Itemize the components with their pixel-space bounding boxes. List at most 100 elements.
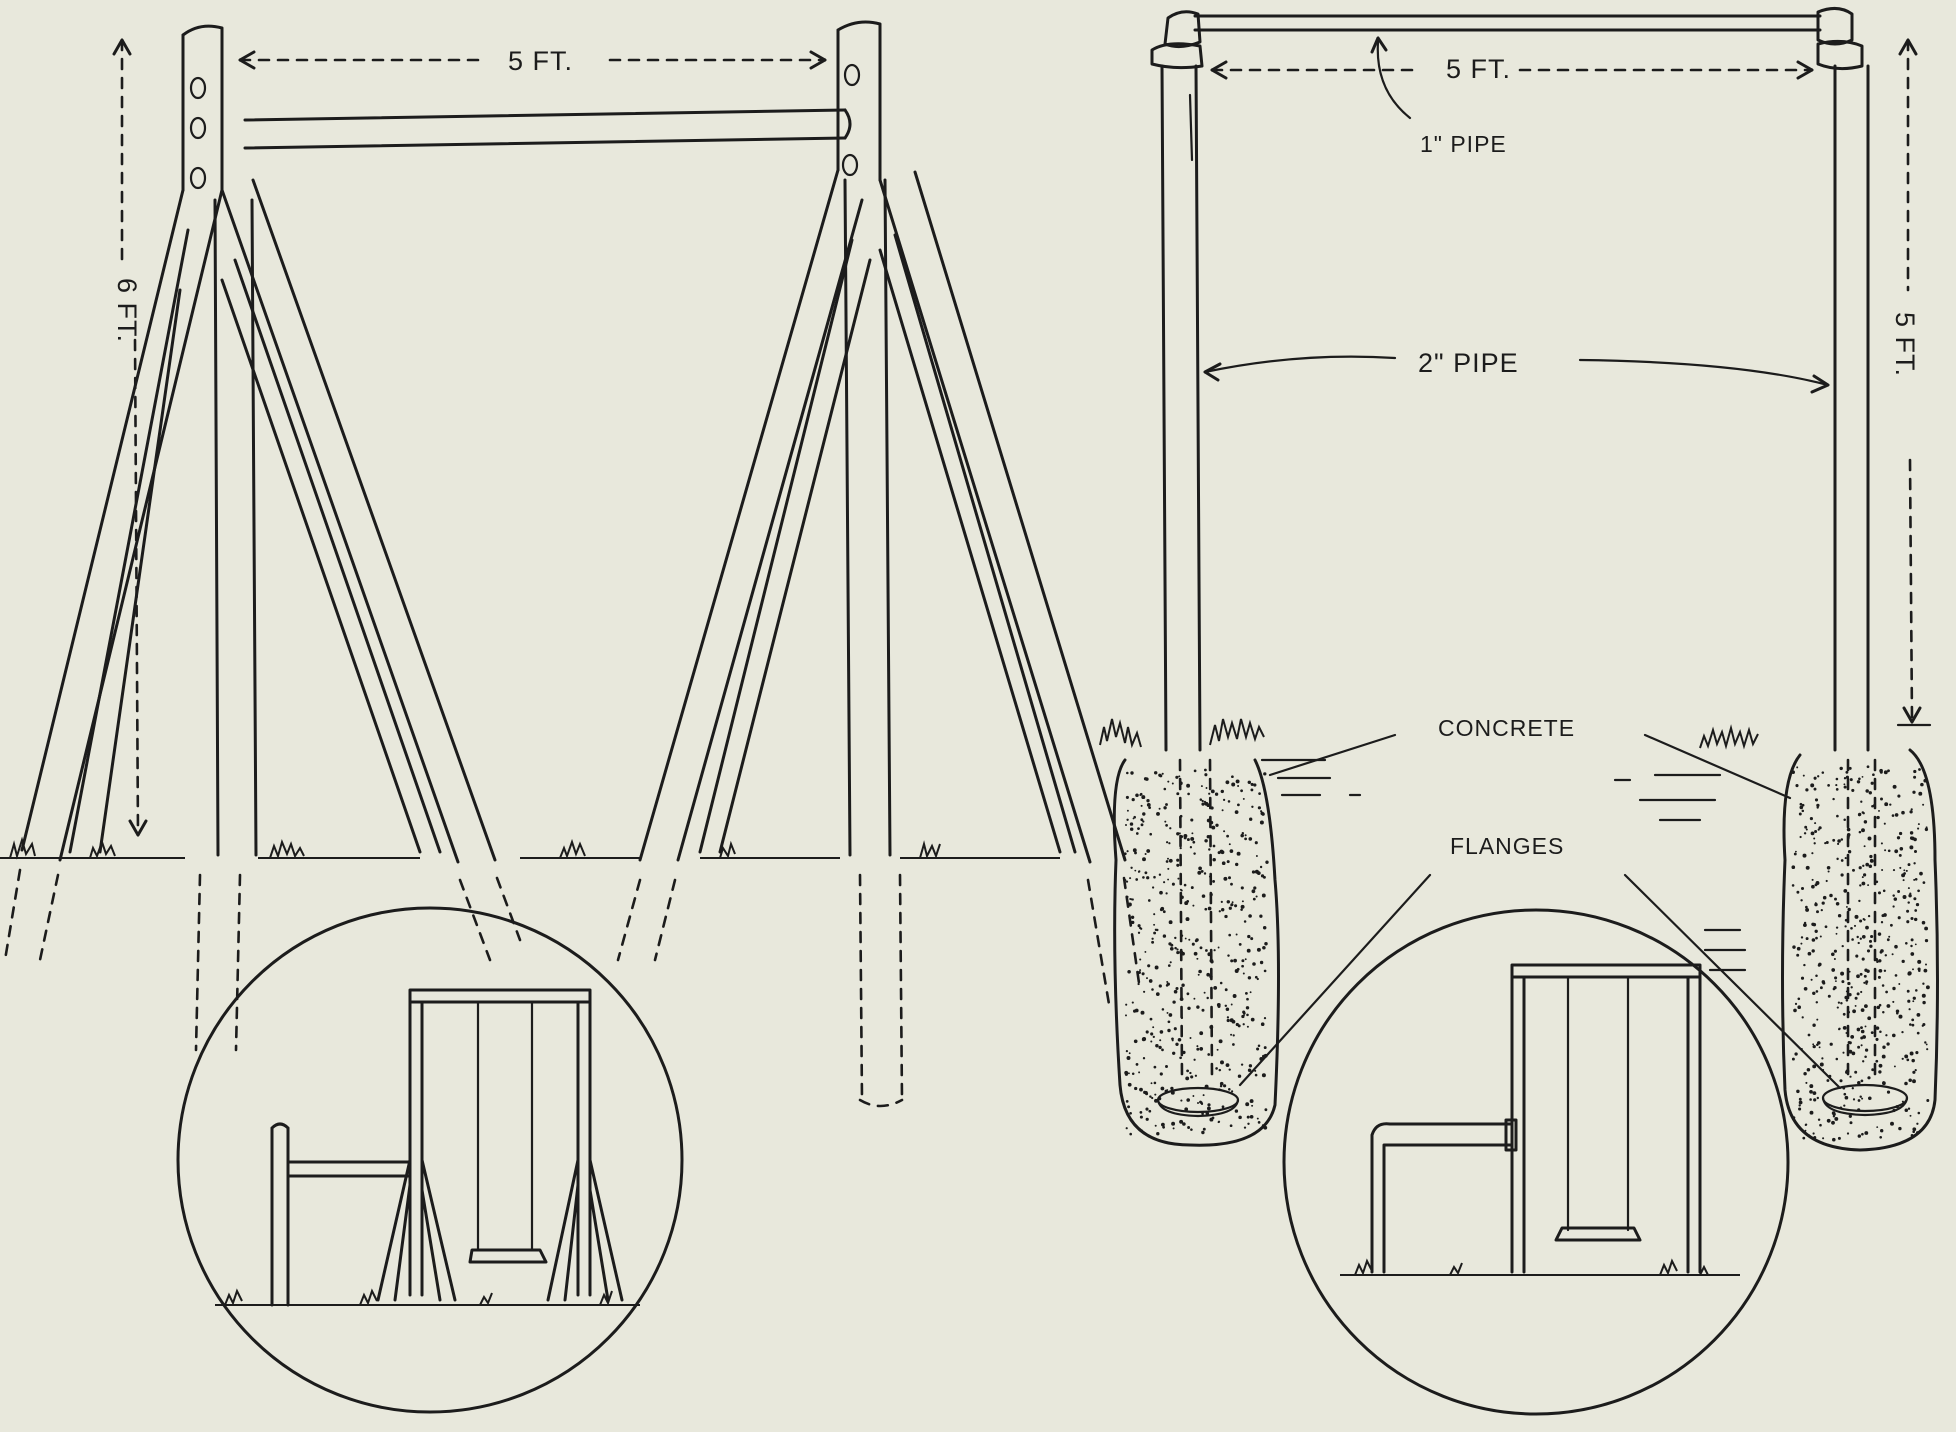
concrete-stipple xyxy=(1176,832,1180,836)
concrete-stipple xyxy=(1123,878,1127,882)
concrete-stipple xyxy=(1180,835,1184,839)
concrete-stipple xyxy=(1129,877,1132,880)
concrete-stipple xyxy=(1240,833,1244,838)
concrete-stipple xyxy=(1158,807,1161,810)
concrete-stipple xyxy=(1153,923,1156,926)
concrete-stipple xyxy=(1130,866,1133,869)
concrete-stipple xyxy=(1247,976,1252,980)
concrete-stipple xyxy=(1924,1041,1927,1044)
concrete-stipple xyxy=(1219,981,1223,985)
concrete-stipple xyxy=(1912,1127,1917,1132)
concrete-stipple xyxy=(1798,1104,1801,1107)
concrete-stipple xyxy=(1910,944,1913,948)
concrete-stipple xyxy=(1917,827,1920,830)
concrete-stipple xyxy=(1205,1111,1210,1116)
concrete-stipple xyxy=(1879,1085,1882,1087)
concrete-stipple xyxy=(1154,1093,1157,1096)
concrete-stipple xyxy=(1199,946,1203,950)
concrete-stipple xyxy=(1901,1100,1904,1103)
concrete-stipple xyxy=(1842,1012,1846,1016)
concrete-stipple xyxy=(1205,787,1208,789)
concrete-stipple xyxy=(1805,937,1809,941)
concrete-stipple xyxy=(1905,869,1908,872)
concrete-stipple xyxy=(1860,1026,1863,1030)
concrete-stipple xyxy=(1829,1042,1833,1046)
concrete-stipple xyxy=(1910,1134,1914,1137)
concrete-stipple xyxy=(1866,949,1871,953)
concrete-stipple xyxy=(1214,792,1219,796)
concrete-stipple xyxy=(1248,1064,1253,1068)
concrete-stipple xyxy=(1916,1013,1921,1017)
concrete-stipple xyxy=(1124,1070,1129,1075)
concrete-stipple xyxy=(1910,938,1914,942)
concrete-stipple xyxy=(1874,957,1879,962)
concrete-stipple xyxy=(1172,1000,1176,1004)
concrete-stipple xyxy=(1831,968,1836,972)
concrete-stipple xyxy=(1898,831,1903,836)
concrete-stipple xyxy=(1875,880,1879,884)
concrete-stipple xyxy=(1244,834,1247,837)
concrete-stipple xyxy=(1923,778,1928,783)
concrete-stipple xyxy=(1847,837,1850,840)
concrete-stipple xyxy=(1230,1003,1233,1006)
concrete-stipple xyxy=(1871,1068,1875,1072)
concrete-stipple xyxy=(1875,1026,1880,1030)
concrete-stipple xyxy=(1170,1086,1174,1091)
concrete-stipple xyxy=(1856,1027,1861,1032)
concrete-stipple xyxy=(1835,788,1839,791)
concrete-stipple xyxy=(1796,890,1800,894)
concrete-stipple xyxy=(1883,770,1888,775)
concrete-stipple xyxy=(1795,850,1797,853)
concrete-stipple xyxy=(1803,1071,1807,1076)
concrete-stipple xyxy=(1204,907,1208,911)
concrete-stipple xyxy=(1908,1008,1911,1011)
concrete-stipple xyxy=(1232,1034,1235,1037)
concrete-stipple xyxy=(1821,901,1825,905)
concrete-stipple xyxy=(1904,1054,1909,1059)
concrete-stipple xyxy=(1812,1064,1817,1069)
concrete-stipple xyxy=(1853,924,1857,927)
concrete-stipple xyxy=(1191,942,1195,946)
concrete-stipple xyxy=(1140,818,1144,822)
concrete-stipple xyxy=(1221,861,1226,866)
concrete-stipple xyxy=(1867,1076,1871,1080)
concrete-stipple xyxy=(1922,881,1926,884)
concrete-stipple xyxy=(1189,1071,1192,1075)
concrete-stipple xyxy=(1142,812,1146,816)
concrete-stipple xyxy=(1914,943,1917,946)
concrete-stipple xyxy=(1221,1105,1225,1109)
concrete-stipple xyxy=(1796,766,1799,769)
concrete-stipple xyxy=(1254,1073,1258,1077)
concrete-stipple xyxy=(1867,836,1872,841)
concrete-stipple xyxy=(1233,958,1237,963)
concrete-stipple xyxy=(1248,914,1252,918)
concrete-stipple xyxy=(1137,931,1141,934)
concrete-stipple xyxy=(1227,954,1230,957)
concrete-stipple xyxy=(1162,934,1167,938)
concrete-stipple xyxy=(1922,982,1925,985)
concrete-stipple xyxy=(1186,1098,1191,1102)
concrete-stipple xyxy=(1193,769,1197,773)
concrete-stipple xyxy=(1897,794,1901,798)
right-legs xyxy=(616,168,1142,1012)
concrete-stipple xyxy=(1882,1010,1885,1014)
concrete-stipple xyxy=(1245,1102,1250,1107)
concrete-stipple xyxy=(1226,834,1230,838)
concrete-stipple xyxy=(1186,900,1190,903)
concrete-stipple xyxy=(1913,849,1918,854)
concrete-stipple xyxy=(1250,937,1254,941)
concrete-stipple xyxy=(1264,941,1268,946)
concrete-stipple xyxy=(1913,862,1916,865)
concrete-stipple xyxy=(1826,1079,1830,1082)
concrete-stipple xyxy=(1854,1070,1858,1074)
concrete-stipple xyxy=(1153,1081,1157,1085)
concrete-stipple xyxy=(1165,803,1168,806)
concrete-stipple xyxy=(1177,877,1180,880)
concrete-stipple xyxy=(1170,1090,1175,1095)
concrete-stipple xyxy=(1158,984,1162,988)
concrete-label: CONCRETE xyxy=(1438,715,1575,741)
concrete-stipple xyxy=(1146,876,1150,880)
concrete-stipple xyxy=(1147,964,1151,968)
concrete-stipple xyxy=(1884,802,1889,807)
pipe-ground xyxy=(1099,718,1759,972)
